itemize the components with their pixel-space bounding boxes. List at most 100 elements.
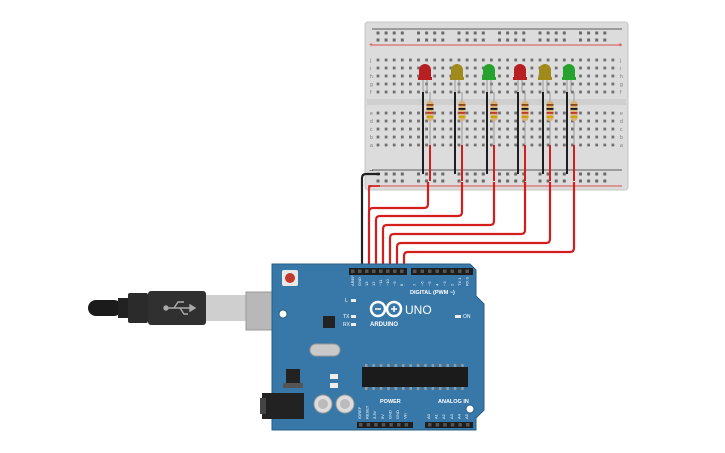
terminal-hole[interactable] [587, 135, 590, 139]
terminal-hole[interactable] [611, 58, 615, 62]
terminal-hole[interactable] [530, 66, 534, 70]
terminal-hole[interactable] [571, 58, 574, 62]
rail-hole[interactable] [498, 179, 501, 183]
terminal-hole[interactable] [384, 127, 388, 131]
rail-hole[interactable] [554, 172, 558, 176]
rail-hole[interactable] [441, 38, 445, 42]
rail-hole[interactable] [465, 38, 469, 42]
rail-hole[interactable] [498, 31, 501, 35]
terminal-hole[interactable] [376, 82, 380, 86]
terminal-hole[interactable] [562, 58, 566, 62]
rail-hole[interactable] [481, 172, 485, 176]
terminal-hole[interactable] [392, 143, 396, 147]
rail-hole[interactable] [441, 172, 445, 176]
terminal-hole[interactable] [506, 90, 509, 94]
rail-hole[interactable] [384, 31, 388, 35]
rail-hole[interactable] [433, 179, 437, 183]
rail-hole[interactable] [538, 179, 542, 183]
rail-hole[interactable] [473, 179, 477, 183]
rail-hole[interactable] [522, 179, 526, 183]
signal-wire[interactable] [395, 182, 552, 272]
terminal-hole[interactable] [595, 58, 599, 62]
terminal-hole[interactable] [425, 135, 428, 139]
terminal-hole[interactable] [498, 135, 501, 139]
power-pin[interactable] [374, 423, 378, 427]
rail-hole[interactable] [579, 172, 582, 176]
terminal-hole[interactable] [392, 74, 396, 78]
terminal-hole[interactable] [538, 82, 542, 86]
terminal-hole[interactable] [498, 74, 501, 78]
terminal-hole[interactable] [554, 127, 558, 131]
terminal-hole[interactable] [562, 111, 566, 115]
terminal-hole[interactable] [611, 90, 615, 94]
rail-hole[interactable] [522, 38, 526, 42]
terminal-hole[interactable] [400, 111, 404, 115]
terminal-hole[interactable] [473, 119, 477, 123]
digital-pin[interactable] [420, 269, 425, 274]
terminal-hole[interactable] [465, 119, 469, 123]
terminal-hole[interactable] [603, 127, 607, 131]
rail-hole[interactable] [514, 38, 518, 42]
terminal-hole[interactable] [481, 82, 485, 86]
resistor[interactable] [490, 92, 498, 145]
ground-wire[interactable] [360, 172, 380, 272]
rail-hole[interactable] [562, 172, 566, 176]
terminal-hole[interactable] [562, 143, 566, 147]
terminal-hole[interactable] [522, 143, 526, 147]
terminal-hole[interactable] [441, 127, 445, 131]
terminal-hole[interactable] [554, 135, 558, 139]
signal-wire[interactable] [367, 182, 430, 272]
terminal-hole[interactable] [465, 66, 469, 70]
terminal-hole[interactable] [481, 143, 485, 147]
terminal-hole[interactable] [595, 119, 599, 123]
led-green[interactable] [562, 64, 576, 92]
terminal-hole[interactable] [473, 66, 477, 70]
digital-pin[interactable] [358, 269, 362, 274]
terminal-hole[interactable] [554, 82, 558, 86]
terminal-hole[interactable] [376, 143, 380, 147]
terminal-hole[interactable] [441, 111, 445, 115]
terminal-hole[interactable] [433, 119, 437, 123]
terminal-hole[interactable] [514, 119, 518, 123]
rail-hole[interactable] [538, 38, 542, 42]
terminal-hole[interactable] [530, 135, 534, 139]
terminal-hole[interactable] [409, 74, 412, 78]
terminal-hole[interactable] [530, 90, 534, 94]
resistor[interactable] [426, 92, 434, 145]
terminal-hole[interactable] [441, 58, 445, 62]
terminal-hole[interactable] [409, 135, 412, 139]
terminal-hole[interactable] [554, 119, 558, 123]
terminal-hole[interactable] [538, 58, 542, 62]
terminal-hole[interactable] [506, 74, 509, 78]
terminal-hole[interactable] [587, 74, 590, 78]
terminal-hole[interactable] [392, 58, 396, 62]
analog-pin[interactable] [466, 423, 470, 427]
terminal-hole[interactable] [538, 143, 542, 147]
digital-pins[interactable] [351, 269, 469, 274]
digital-pin[interactable] [458, 269, 462, 274]
rail-hole[interactable] [603, 172, 607, 176]
terminal-hole[interactable] [595, 111, 599, 115]
rail-hole[interactable] [538, 172, 542, 176]
rail-hole[interactable] [538, 31, 542, 35]
terminal-hole[interactable] [611, 127, 615, 131]
terminal-hole[interactable] [400, 127, 404, 131]
rail-hole[interactable] [506, 31, 510, 35]
terminal-hole[interactable] [587, 127, 590, 131]
terminal-hole[interactable] [449, 74, 453, 78]
terminal-hole[interactable] [603, 66, 607, 70]
rail-hole[interactable] [465, 31, 469, 35]
rail-hole[interactable] [546, 172, 550, 176]
terminal-hole[interactable] [587, 111, 590, 115]
terminal-hole[interactable] [384, 66, 388, 70]
rail-hole[interactable] [465, 179, 469, 183]
rail-hole[interactable] [579, 31, 582, 35]
terminal-hole[interactable] [506, 82, 509, 86]
terminal-hole[interactable] [506, 66, 509, 70]
terminal-hole[interactable] [554, 74, 558, 78]
rail-hole[interactable] [384, 38, 388, 42]
rail-hole[interactable] [481, 31, 485, 35]
power-jack[interactable] [262, 393, 304, 419]
terminal-hole[interactable] [449, 135, 453, 139]
rail-hole[interactable] [522, 172, 526, 176]
